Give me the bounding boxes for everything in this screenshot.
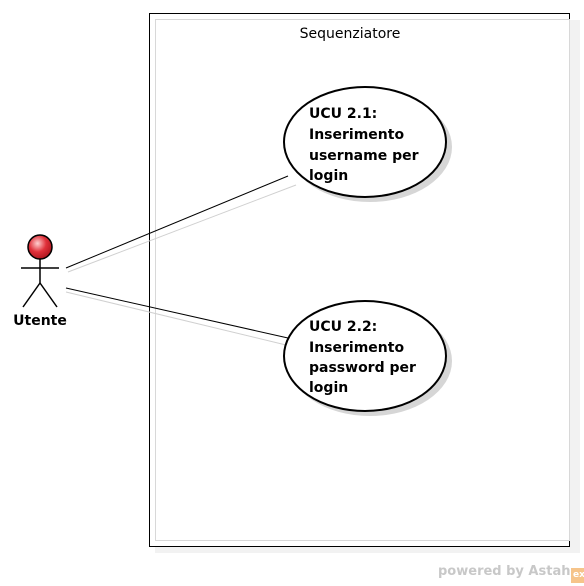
astah-ex-icon: ex — [571, 568, 584, 583]
ucu-2-2-line-1: UCU 2.2: — [309, 319, 377, 335]
association-ucu-2-1[interactable] — [65, 175, 297, 273]
ucu-2-2-line-2: Inserimento — [309, 340, 404, 356]
ucu-2-2-line-3: password per — [309, 360, 416, 376]
watermark-text: powered by Astah — [438, 564, 571, 579]
use-case-ucu-2-1[interactable]: UCU 2.1: Inserimento username per login — [283, 86, 452, 202]
ucu-2-1-line-3: username per — [309, 148, 419, 164]
ucu-2-1-line-4: login — [309, 168, 348, 184]
ucu-2-1-text: UCU 2.1: Inserimento username per login — [309, 106, 423, 184]
association-ucu-2-2[interactable] — [65, 287, 289, 346]
actor-label: Utente — [13, 313, 67, 329]
boundary-title: Sequenziatore — [300, 26, 401, 42]
ucu-2-1-line-2: Inserimento — [309, 127, 404, 143]
ucu-2-1-line-1: UCU 2.1: — [309, 106, 377, 122]
ucu-2-2-line-4: login — [309, 380, 348, 396]
use-case-ucu-2-2[interactable]: UCU 2.2: Inserimento password per login — [283, 300, 452, 416]
actor-utente[interactable]: Utente — [13, 234, 67, 329]
actor-icon — [21, 234, 59, 308]
ucu-2-2-text: UCU 2.2: Inserimento password per login — [309, 319, 421, 396]
